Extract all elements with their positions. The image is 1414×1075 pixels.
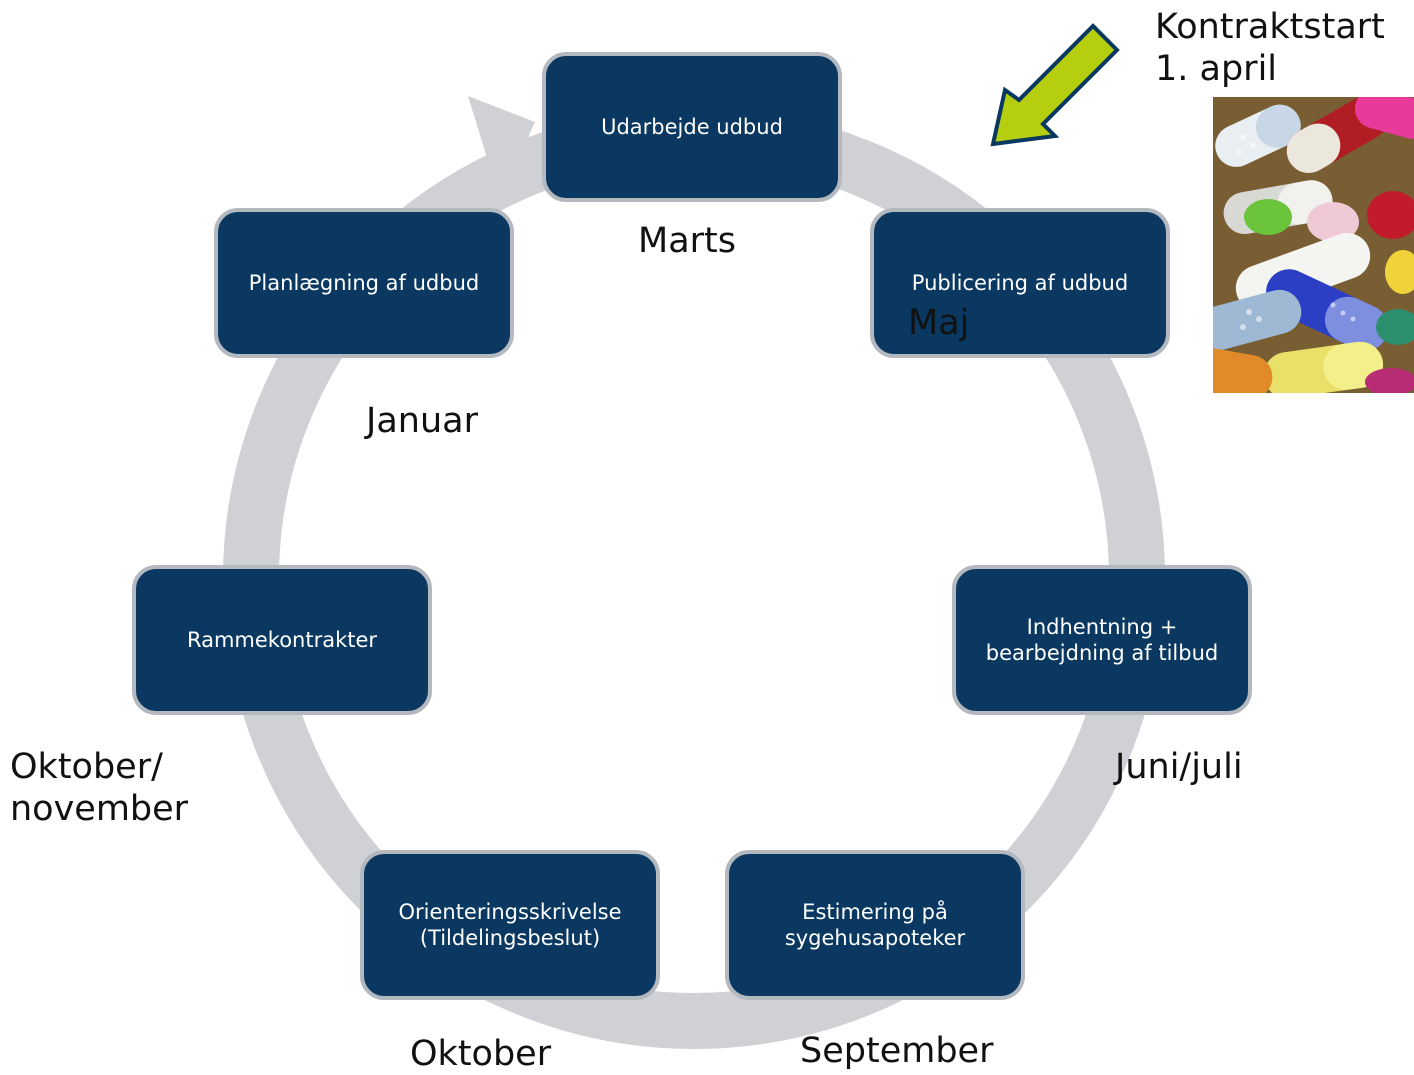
step-estimering-sygehusapoteker: Estimering på sygehusapoteker [725, 850, 1025, 1000]
cycle-ring-arrowhead [468, 96, 535, 200]
contract-start-arrow-icon [990, 23, 1120, 147]
step-planlaegning-af-udbud: Planlægning af udbud [214, 208, 514, 358]
month-label-marts: Marts [638, 221, 736, 261]
month-label-september: September [800, 1031, 994, 1071]
month-label-maj: Maj [908, 303, 970, 343]
month-label-juni-juli: Juni/juli [1115, 747, 1243, 787]
contract-start-label: Kontraktstart 1. april [1155, 7, 1385, 89]
step-rammekontrakter: Rammekontrakter [132, 565, 432, 715]
month-label-oktober: Oktober [410, 1034, 552, 1074]
step-orienteringsskrivelse: Orienteringsskrivelse (Tildelingsbeslut) [360, 850, 660, 1000]
month-label-januar: Januar [366, 401, 478, 441]
month-label-oktober-november: Oktober/ november [10, 747, 189, 829]
step-udarbejde-udbud: Udarbejde udbud [542, 52, 842, 202]
step-indhentning-tilbud: Indhentning + bearbejdning af tilbud [952, 565, 1252, 715]
step-publicering-af-udbud: Publicering af udbud [870, 208, 1170, 358]
medicine-pills-photo [1213, 97, 1414, 393]
